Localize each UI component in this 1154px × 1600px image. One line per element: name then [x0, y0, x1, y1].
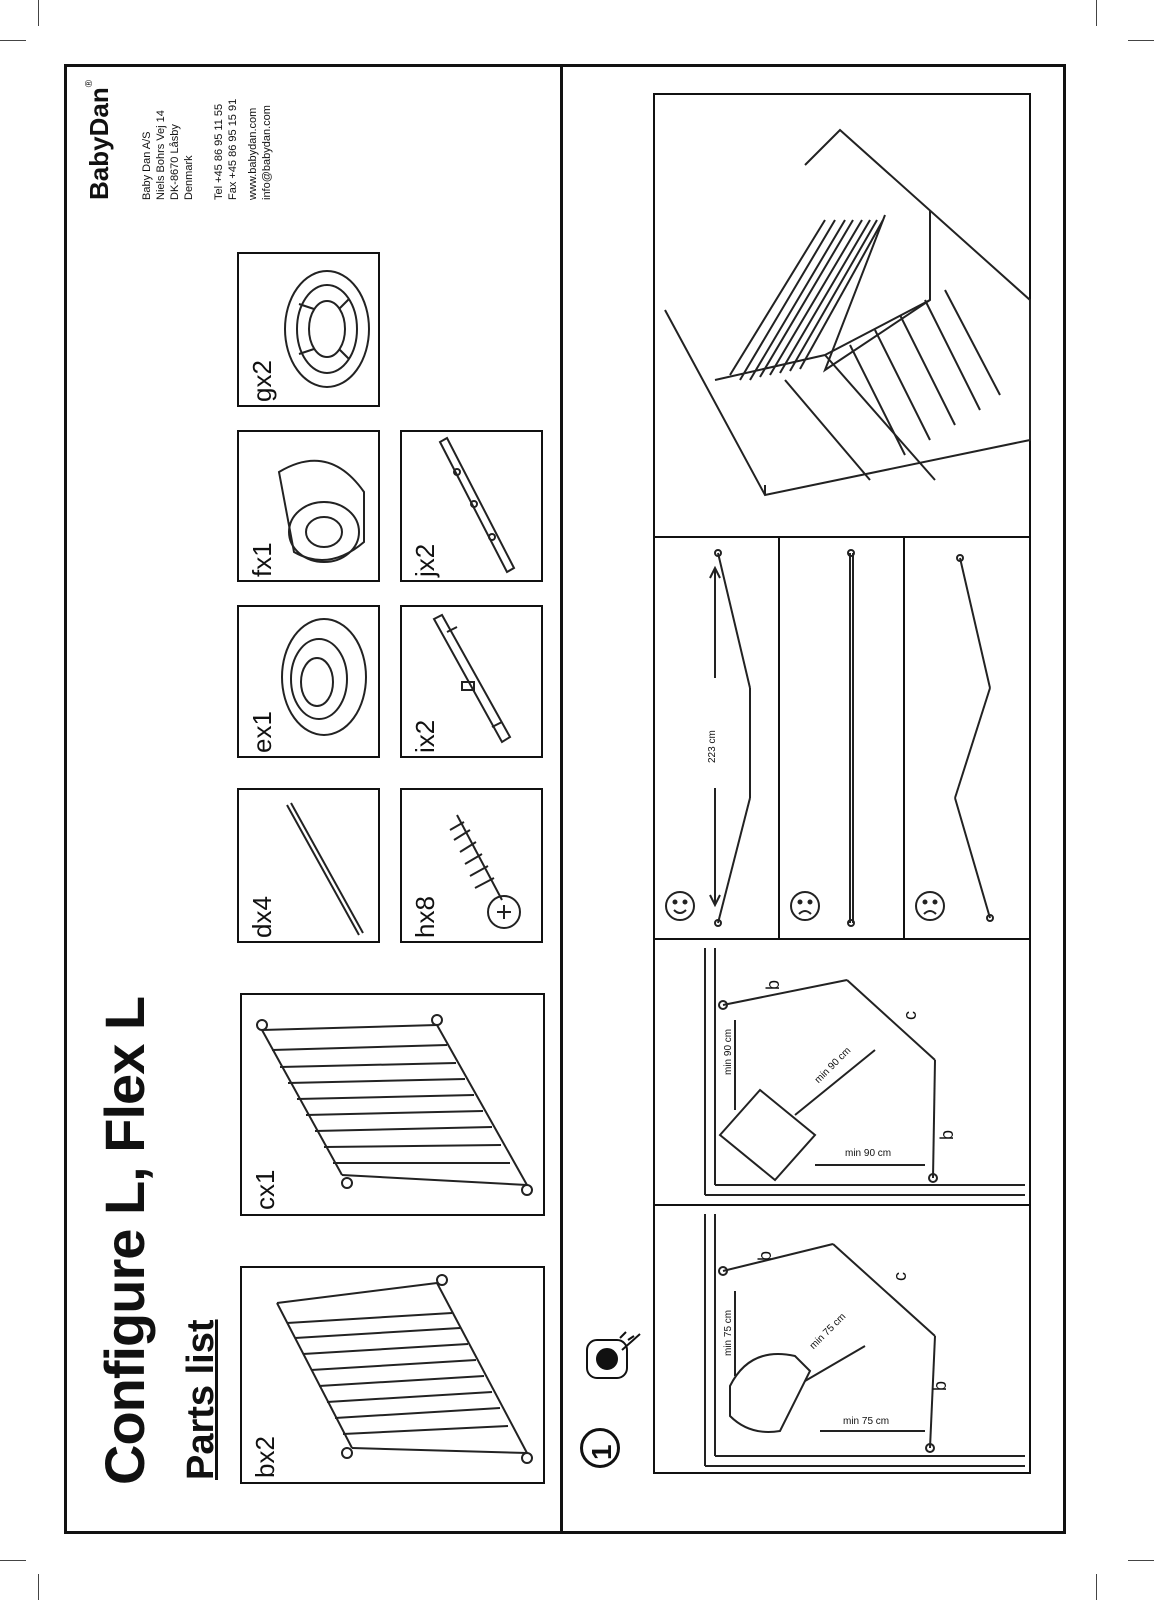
- tape-measure-icon: [586, 1331, 641, 1379]
- section-divider: [560, 64, 563, 1534]
- web-link[interactable]: www.babydan.com: [247, 107, 259, 200]
- wrong-layout-drawing: [915, 554, 994, 922]
- config-panel-75: min 75 cm min 75 cm min 75 cm b c b: [653, 1204, 1031, 1474]
- gate-panel-b-drawing: [276, 1274, 533, 1464]
- brand-logo: BabyDan®: [84, 79, 114, 200]
- part-box-ex1: ex1: [237, 605, 380, 758]
- stair-illustration-panel: [653, 93, 1031, 538]
- city: DK-8670 Låsby: [169, 124, 181, 200]
- part-box-bx2: bx2: [240, 1266, 545, 1484]
- dim-label-floor: min 90 cm: [845, 1148, 892, 1159]
- layout-90-drawing: [704, 948, 1025, 1196]
- part-box-jx2: jx2: [400, 430, 543, 582]
- part-box-ix2: ix2: [400, 605, 543, 758]
- wrong-layout-drawing: [790, 549, 855, 927]
- page-frame: [64, 64, 1066, 1534]
- config-wrong-panel-1: [778, 536, 905, 940]
- step-number-circle: [580, 1428, 620, 1468]
- strip-drawing: [438, 436, 516, 574]
- screw-drawing: [449, 814, 521, 929]
- company-contact: Tel +45 86 95 11 55 Fax +45 86 95 15 91 …: [212, 99, 274, 200]
- part-box-cx1: cx1: [240, 993, 545, 1216]
- wall-cup-drawing: [281, 618, 367, 736]
- gate-label-c: c: [900, 1011, 920, 1020]
- crop-mark: [1128, 1560, 1154, 1561]
- gate-label-b-right: b: [930, 1380, 950, 1391]
- parts-list-heading: Parts list: [180, 1319, 222, 1480]
- rod-drawing: [286, 802, 364, 936]
- crop-mark: [1096, 0, 1097, 26]
- part-box-fx1: fx1: [237, 430, 380, 582]
- part-box-gx2: gx2: [237, 252, 380, 407]
- crop-mark: [38, 0, 39, 26]
- page-title: Configure L, Flex L: [93, 996, 156, 1485]
- email-link[interactable]: info@babydan.com: [261, 105, 273, 200]
- part-box-dx4: dx4: [237, 788, 380, 943]
- gate-panel-c-drawing: [256, 1014, 533, 1196]
- correct-layout-drawing: [665, 549, 751, 927]
- crop-mark: [0, 40, 26, 41]
- length-label: 223 cm: [707, 730, 718, 763]
- bracket-drawing: [432, 613, 512, 744]
- fax: Fax +45 86 95 15 91: [227, 98, 239, 200]
- crop-mark: [1096, 1574, 1097, 1600]
- end-cap-drawing: [277, 459, 365, 563]
- crop-mark: [0, 1560, 26, 1561]
- country: Denmark: [183, 155, 195, 200]
- dim-label-floor: min 75 cm: [843, 1416, 890, 1427]
- company-address: Baby Dan A/S Niels Bohrs Vej 14 DK-8670 …: [140, 110, 196, 200]
- crop-mark: [1128, 40, 1154, 41]
- street: Niels Bohrs Vej 14: [155, 110, 167, 200]
- gate-label-b-top: b: [755, 1250, 775, 1261]
- dim-label-wall: min 75 cm: [723, 1309, 734, 1356]
- gate-label-b-top: b: [763, 979, 783, 990]
- gate-label-b-right: b: [937, 1129, 957, 1140]
- step-number: 1: [586, 1444, 617, 1460]
- layout-75-drawing: [704, 1214, 1025, 1467]
- part-box-hx8: hx8: [400, 788, 543, 943]
- config-correct-panel: 223 cm: [653, 536, 780, 940]
- dim-label-wall: min 90 cm: [723, 1028, 734, 1075]
- gate-label-c: c: [890, 1272, 910, 1281]
- ring-cup-drawing: [284, 270, 370, 388]
- tel: Tel +45 86 95 11 55: [213, 103, 225, 200]
- config-panel-90: min 90 cm min 90 cm min 90 cm b c b: [653, 938, 1031, 1206]
- company-name: Baby Dan A/S: [141, 131, 153, 201]
- staircase-drawing: [664, 128, 1031, 497]
- config-wrong-panel-2: [903, 536, 1031, 940]
- crop-mark: [38, 1574, 39, 1600]
